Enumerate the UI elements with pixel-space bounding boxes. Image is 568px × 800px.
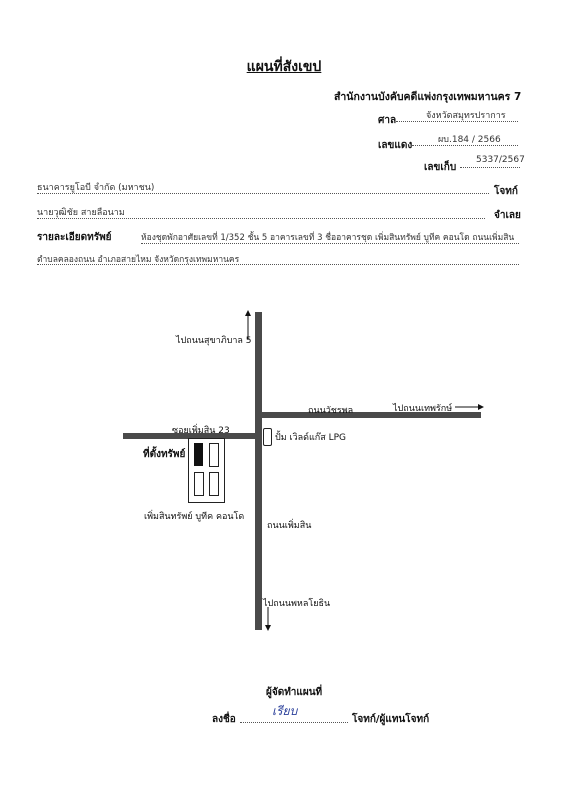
property-label: รายละเอียดทรัพย์: [37, 232, 112, 243]
office-name: สำนักงานบังคับคดีแพ่งกรุงเทพมหานคร 7: [334, 91, 522, 103]
defendant-label: จำเลย: [494, 210, 521, 221]
sign-label: ลงชื่อ: [212, 714, 236, 725]
arrow-up-head: [245, 310, 251, 316]
property-dotline-2: [37, 264, 519, 265]
defendant-value: นายวุฒิชัย สายลือนาม: [37, 208, 125, 218]
watcharapol-road-label: ถนนวัชรพล: [308, 406, 354, 416]
black-case-value: ผบ.184 / 2566: [438, 135, 501, 145]
storage-label: เลขเก็บ: [424, 162, 457, 173]
arrow-down-head: [265, 625, 271, 631]
court-label: ศาล: [378, 115, 397, 126]
building-window: [209, 472, 219, 496]
map-maker-label: ผู้จัดทำแผนที่: [266, 687, 323, 698]
court-value: จังหวัดสมุทรปราการ: [426, 111, 506, 121]
signature: เรียบ: [272, 704, 298, 718]
black-case-label: เลขแดง: [378, 140, 413, 151]
lpg-station-label: ปั้ม เวิลด์แก๊ส LPG: [275, 433, 347, 443]
to-theprak-label: ไปถนนเทพรักษ์: [393, 404, 453, 414]
soi-phoemsin23-label: ซอยเพิ่มสิน 23: [172, 426, 230, 436]
plaintiff-label: โจทก์: [494, 186, 518, 197]
arrow-right-head: [478, 404, 484, 410]
phoemsin-road-label: ถนนเพิ่มสิน: [267, 521, 312, 531]
to-phahonyothin-label: ไปถนนพหลโยธิน: [263, 599, 331, 609]
phoemsin-road-line: [255, 312, 262, 630]
black-case-dotline: [412, 145, 518, 146]
watcharapol-road-line: [255, 412, 481, 418]
property-line2: ตำบลคลองถนน อำเภอสายไหม จังหวัดกรุงเทพมห…: [37, 255, 240, 265]
soi-phoemsin23-line: [123, 433, 258, 439]
lpg-station-icon: [263, 428, 272, 446]
signature-dotline: [240, 722, 348, 723]
building-window: [194, 472, 204, 496]
property-dotline-1: [141, 243, 519, 244]
property-unit-marker: [194, 443, 203, 466]
court-dotline: [396, 121, 518, 122]
condo-name-label: เพิ่มสินทรัพย์ บูทีค คอนโด: [144, 512, 245, 522]
page-title: แผนที่สังเขป: [246, 59, 322, 75]
plaintiff-value: ธนาคารยูโอบี จำกัด (มหาชน): [37, 183, 155, 193]
defendant-dotline: [37, 218, 485, 219]
property-location-label: ที่ตั้งทรัพย์: [143, 449, 186, 460]
plaintiff-dotline: [37, 193, 489, 194]
storage-dotline: [460, 167, 520, 168]
property-line1: ห้องชุดพักอาศัยเลขที่ 1/352 ชั้น 5 อาคาร…: [141, 233, 515, 243]
to-sukhaphiban5-label: ไปถนนสุขาภิบาล 5: [176, 336, 252, 346]
building-window: [209, 443, 219, 467]
sign-role: โจทก์/ผู้แทนโจทก์: [352, 714, 430, 725]
storage-value: 5337/2567: [476, 155, 525, 165]
condo-building: [188, 438, 225, 503]
